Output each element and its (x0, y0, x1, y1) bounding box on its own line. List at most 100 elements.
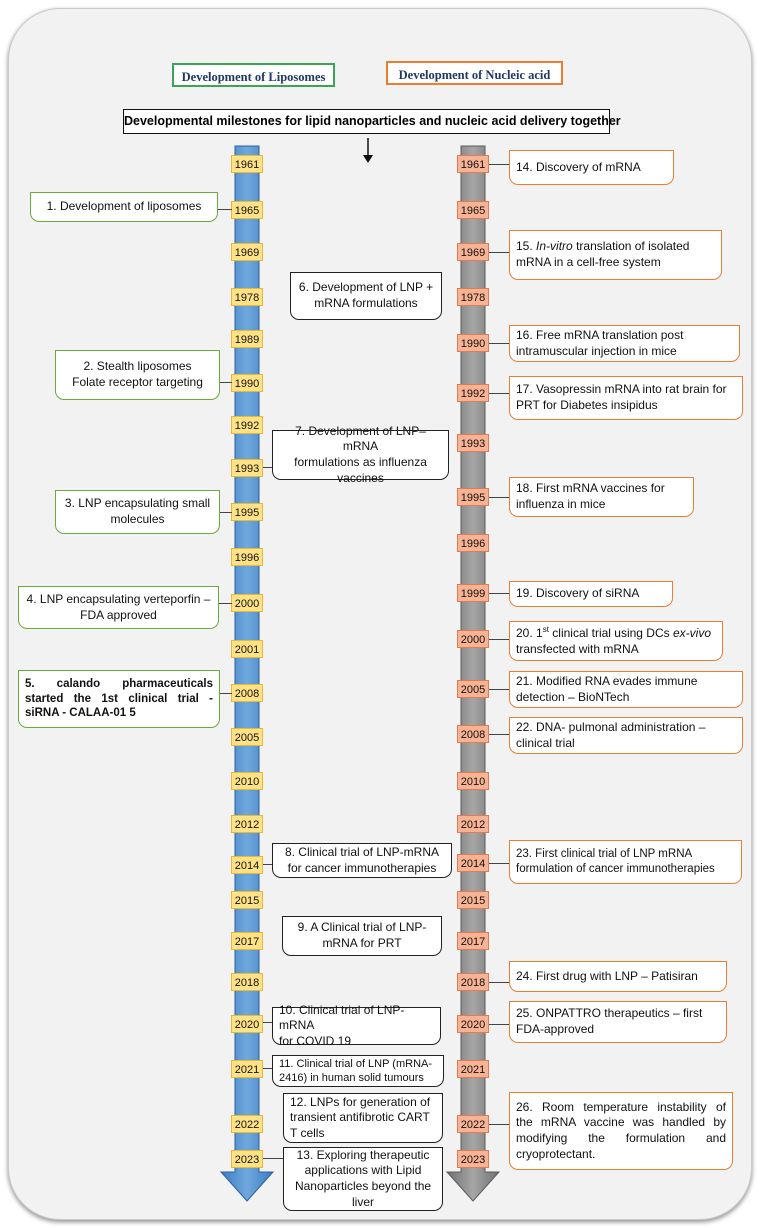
event-22-connector (489, 734, 509, 735)
left-year: 2020 (231, 1015, 263, 1033)
event-23-text: formulation of cancer immunotherapies (516, 863, 715, 875)
event-26-text: 26. Room temperature instability of (516, 1099, 726, 1114)
event-22-box: 22. DNA- pulmonal administration –clinic… (509, 717, 743, 754)
right-year: 1978 (457, 288, 489, 306)
event-15-text: translation of isolated (576, 239, 690, 254)
right-year: 1995 (457, 488, 489, 506)
event-24-connector (489, 982, 509, 983)
event-25-text: FDA-approved (516, 1022, 595, 1036)
event-25-text: 25. ONPATTRO therapeutics – first (516, 1006, 703, 1021)
left-year: 1961 (231, 155, 263, 173)
event-5-text: 5. calando pharmaceuticals (25, 677, 213, 690)
nucleic-acid-header: Development of Nucleic acid (386, 61, 563, 85)
left-year: 2012 (231, 815, 263, 833)
event-18-connector (489, 497, 509, 498)
event-23-connector (489, 863, 509, 864)
event-23-text: 23. First clinical trial of LNP mRNA (516, 848, 693, 861)
event-14-box: 14. Discovery of mRNA (509, 150, 674, 185)
event-15-connector (489, 252, 509, 253)
left-year: 2023 (231, 1150, 263, 1168)
right-year: 2008 (457, 725, 489, 743)
event-8-text: 8. Clinical trial of LNP-mRNA (284, 844, 440, 859)
event-9-box: 9. A Clinical trial of LNP-mRNA for PRT (282, 916, 442, 956)
event-17-text: 17. Vasopressin mRNA into rat brain for (516, 382, 727, 397)
event-3-connector (220, 512, 232, 513)
event-5-connector (220, 693, 232, 694)
event-18-text: influenza in mice (516, 497, 606, 511)
event-8-connector (263, 864, 272, 865)
event-14-text: 14. Discovery of mRNA (516, 159, 641, 174)
left-year: 1989 (231, 330, 263, 348)
liposomes-header: Development of Liposomes (172, 63, 335, 87)
event-15-text: 15. (516, 239, 533, 254)
event-20-text: st (542, 624, 549, 634)
left-year: 2022 (231, 1115, 263, 1133)
right-year: 1961 (457, 155, 489, 173)
right-year: 2014 (457, 854, 489, 872)
left-year: 2014 (231, 856, 263, 874)
event-22-text: 22. DNA- pulmonal administration – (516, 719, 706, 734)
event-10-text: 10. Clinical trial of LNP-mRNA (279, 1002, 405, 1033)
event-5-text: siRNA - CALAA-01 5 (25, 707, 136, 720)
left-year: 1978 (231, 288, 263, 306)
left-year: 1993 (231, 459, 263, 477)
event-15-text: In-vitro (536, 239, 573, 254)
left-year: 2001 (231, 640, 263, 658)
right-year: 1965 (457, 201, 489, 219)
diagram-title: Developmental milestones for lipid nanop… (123, 109, 621, 134)
title-down-arrow (363, 138, 373, 163)
event-19-box: 19. Discovery of siRNA (509, 581, 673, 607)
right-year: 1993 (457, 434, 489, 452)
event-20-box: 20. 1st clinical trial using DCs ex-vivo… (509, 621, 723, 661)
event-13-text: applications with Lipid (304, 1163, 422, 1178)
event-2-text: 2. Stealth liposomes (83, 359, 192, 374)
event-4-text: FDA approved (80, 607, 157, 622)
event-25-connector (489, 1024, 509, 1025)
event-13-text: Nanoparticles beyond the (294, 1179, 432, 1193)
event-15-text: mRNA in a cell-free system (516, 255, 661, 269)
left-year: 2008 (231, 684, 263, 702)
right-year: 2018 (457, 973, 489, 991)
event-16-text: 16. Free mRNA translation post (516, 327, 684, 342)
right-year: 1992 (457, 384, 489, 402)
event-7-connector (263, 467, 272, 468)
event-26-text: modifying the formulation and (516, 1131, 726, 1145)
left-year: 2018 (231, 973, 263, 991)
event-17-connector (489, 393, 509, 394)
event-20-connector (489, 639, 509, 640)
event-18-text: 18. First mRNA vaccines for (516, 481, 665, 496)
event-11-text: 2416) in human solid tumours (279, 1072, 424, 1084)
event-7-text: 7. Development of LNP–mRNA (295, 423, 426, 454)
event-1-box: 1. Development of liposomes (30, 192, 218, 222)
event-4-connector (219, 603, 232, 604)
event-26-text: the mRNA vaccine was handled by (516, 1115, 726, 1130)
event-20-text: clinical trial using DCs (548, 625, 673, 640)
event-8-text: for cancer immunotherapies (287, 860, 437, 875)
right-year: 2022 (457, 1115, 489, 1133)
right-year: 2021 (457, 1060, 489, 1078)
left-year: 1990 (231, 374, 263, 392)
right-year: 2017 (457, 932, 489, 950)
event-19-connector (489, 593, 509, 594)
left-year: 2010 (231, 772, 263, 790)
event-1-text: 1. Development of liposomes (46, 199, 202, 214)
event-13-text: 13. Exploring therapeutic (296, 1147, 430, 1162)
left-year: 1992 (231, 416, 263, 434)
event-3-text: molecules (110, 512, 165, 526)
event-4-box: 4. LNP encapsulating verteporfin –FDA ap… (18, 586, 219, 629)
right-timeline-arrow (445, 145, 501, 1202)
event-20-text: 20. 1 (516, 625, 543, 640)
left-timeline-arrow (219, 145, 275, 1202)
left-year: 2000 (231, 594, 263, 612)
event-10-text: for COVID 19 (279, 1033, 352, 1048)
right-year: 2020 (457, 1015, 489, 1033)
event-16-text: intramuscular injection in mice (516, 343, 677, 358)
event-7-text: vaccines (337, 470, 384, 485)
event-9-text: 9. A Clinical trial of LNP- (297, 920, 427, 935)
